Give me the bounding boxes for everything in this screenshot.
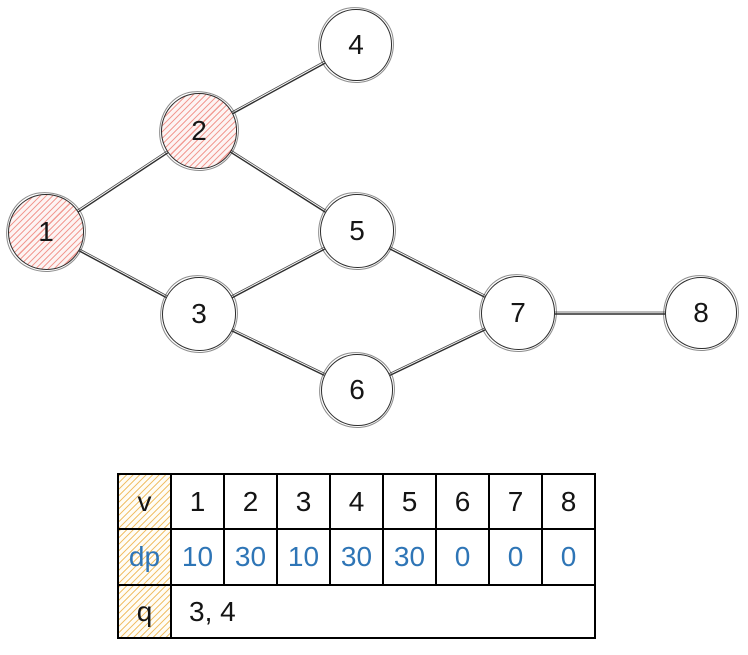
graph-node-8: 8: [665, 277, 737, 349]
graph-node-5: 5: [320, 194, 394, 268]
graph-node-label-4: 4: [348, 29, 364, 60]
v-cell-1: 1: [170, 473, 225, 530]
graph-edge-3-6: [231, 328, 326, 376]
graph-node-label-7: 7: [510, 297, 526, 328]
graph-edge-6-7: [388, 327, 486, 377]
table-row-v: v 1 2 3 4 5 6 7 8: [117, 473, 596, 530]
graph-node-1: 1: [8, 194, 84, 270]
v-cell-6: 6: [435, 473, 490, 530]
graph-edge-1-3: [78, 248, 168, 299]
graph-edge-5-7: [389, 246, 486, 298]
row-header-q: q: [117, 584, 172, 639]
dp-cell-6: 0: [435, 528, 490, 586]
v-cell-8: 8: [541, 473, 596, 530]
v-cell-7: 7: [488, 473, 543, 530]
row-header-v: v: [117, 473, 172, 530]
v-cell-2: 2: [223, 473, 278, 530]
v-cell-4: 4: [329, 473, 384, 530]
graph-node-label-3: 3: [191, 298, 207, 329]
graph-edge-1-2: [76, 150, 169, 213]
graph-edges-canvas: [76, 61, 665, 377]
table-row-q: q 3, 4: [117, 584, 596, 639]
graph-node-3: 3: [162, 277, 236, 351]
graph-node-label-1: 1: [38, 216, 54, 247]
dp-cell-8: 0: [541, 528, 596, 586]
graph-edge-7-8: [555, 311, 665, 315]
graph-node-7: 7: [481, 276, 555, 350]
graph-node-label-5: 5: [349, 215, 365, 246]
dp-cell-2: 30: [223, 528, 278, 586]
graph-edge-3-5: [231, 246, 326, 299]
v-cell-3: 3: [276, 473, 331, 530]
graph-node-4: 4: [320, 9, 392, 81]
dp-cell-5: 30: [382, 528, 437, 586]
graph-node-label-2: 2: [191, 115, 207, 146]
graph-edge-2-4: [231, 61, 326, 115]
graph-edge-2-5: [230, 150, 327, 213]
q-queue-cell: 3, 4: [170, 584, 596, 639]
v-cell-5: 5: [382, 473, 437, 530]
dp-cell-4: 30: [329, 528, 384, 586]
row-header-dp: dp: [117, 528, 172, 586]
table-row-dp: dp 10 30 10 30 30 0 0 0: [117, 528, 596, 586]
graph-node-label-6: 6: [349, 374, 365, 405]
dp-cell-7: 0: [488, 528, 543, 586]
graph-node-label-8: 8: [693, 297, 709, 328]
graph-node-2: 2: [161, 93, 237, 169]
dp-state-table: v 1 2 3 4 5 6 7 8 dp 10 30 10 30 30 0 0 …: [117, 473, 596, 639]
graph-node-6: 6: [321, 354, 393, 426]
dp-cell-1: 10: [170, 528, 225, 586]
dp-cell-3: 10: [276, 528, 331, 586]
